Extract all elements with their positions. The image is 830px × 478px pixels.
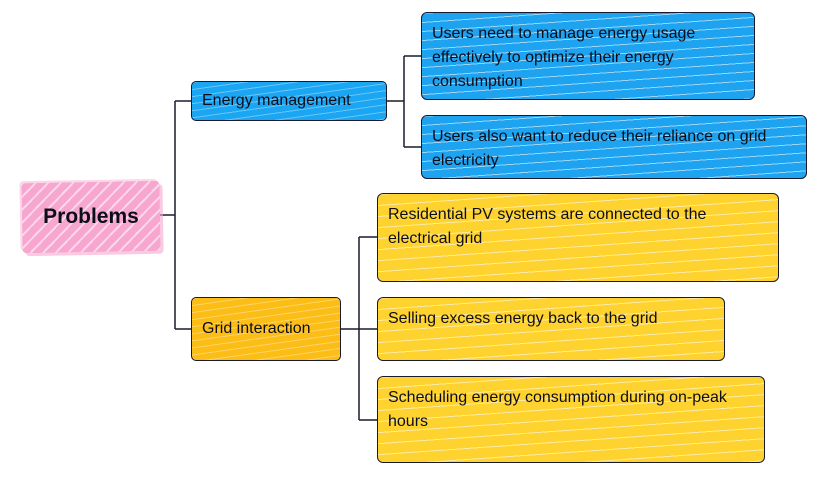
leaf-selling-excess-energy[interactable]: Selling excess energy back to the grid xyxy=(377,297,725,361)
leaf-manage-energy-usage[interactable]: Users need to manage energy usage effect… xyxy=(421,12,755,100)
leaf-scheduling-consumption[interactable]: Scheduling energy consumption during on-… xyxy=(377,376,765,463)
branch-energy-management[interactable]: Energy management xyxy=(191,81,387,121)
leaf-reduce-grid-reliance[interactable]: Users also want to reduce their reliance… xyxy=(421,115,807,179)
leaf-pv-connected-to-grid[interactable]: Residential PV systems are connected to … xyxy=(377,193,779,282)
root-node[interactable]: Problems xyxy=(21,180,161,254)
leaf-manage-energy-usage-label: Users need to manage energy usage effect… xyxy=(432,25,696,90)
branch-energy-management-label: Energy management xyxy=(202,92,351,109)
leaf-pv-connected-to-grid-label: Residential PV systems are connected to … xyxy=(388,206,707,247)
leaf-selling-excess-energy-label: Selling excess energy back to the grid xyxy=(388,310,658,327)
root-label: Problems xyxy=(43,205,139,228)
branch-grid-interaction[interactable]: Grid interaction xyxy=(191,297,341,361)
leaf-reduce-grid-reliance-label: Users also want to reduce their reliance… xyxy=(432,128,767,169)
branch-grid-interaction-label: Grid interaction xyxy=(202,320,311,337)
leaf-scheduling-consumption-label: Scheduling energy consumption during on-… xyxy=(388,389,727,430)
